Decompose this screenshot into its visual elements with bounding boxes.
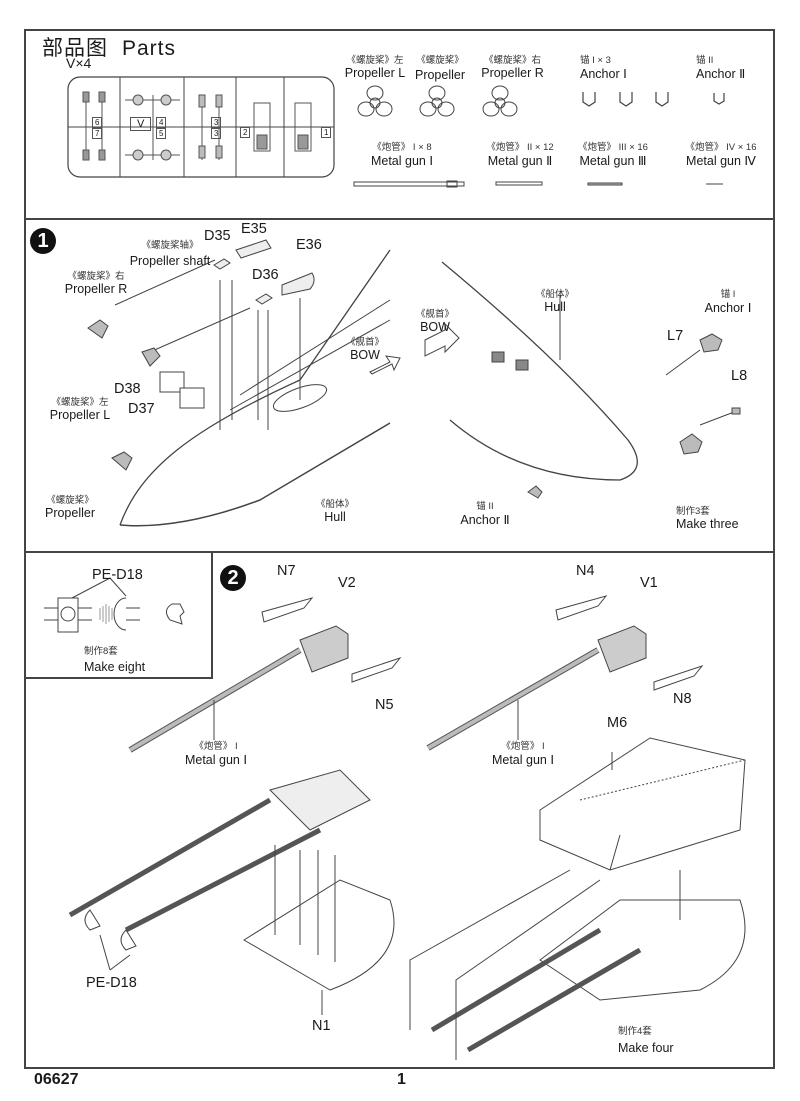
step1-propeller-label: 《螺旋桨》 Propeller [44,495,96,520]
metal-gun-icons [353,180,723,188]
step-2-badge: 2 [220,565,246,591]
step1-hull-bow-drawing [424,261,741,499]
step2-turret-base-drawing [68,769,395,1015]
sprue-part-number: 5 [156,128,167,139]
parts-title-cn: 部品图 [42,37,108,60]
sprue-part-number: 3 [211,128,222,139]
sprue-letter: V [130,117,152,131]
part-id: V2 [338,575,356,591]
part-id: N5 [375,697,394,713]
sprue-quantity: V×4 [66,55,92,71]
part-id: N4 [576,563,595,579]
step-1-badge: 1 [30,228,56,254]
part-id: N8 [673,691,692,707]
step1-bow-label-left: 《舰首》 BOW [345,337,384,362]
metal-gun-4-label: 《炮管》 IV × 16 Metal gun Ⅳ [685,142,757,168]
metal-gun-3-label: 《炮管》 III × 16 Metal gun Ⅲ [578,142,648,168]
propeller-label: 《螺旋桨》 Propeller [414,55,466,82]
sprue-part-number: 3 [211,117,222,128]
part-id: D35 [204,228,231,244]
product-code: 06627 [34,1071,79,1088]
anchor-icons [582,92,725,107]
step2-left-breech-drawing [128,597,402,753]
propeller-shaft-label: 《螺旋桨轴》 Propeller shaft [129,240,211,268]
pe-d18-drawing [44,577,185,633]
part-id: E35 [241,221,267,237]
part-id: M6 [607,715,628,731]
step1-hull-stern-drawing [87,239,401,527]
anchor-1-label: 锚 I × 3 Anchor Ⅰ [580,55,627,81]
part-id: D36 [252,267,279,283]
step2-gun-right-label: 《炮管》 I Metal gun Ⅰ [491,741,555,767]
metal-gun-1-label: 《炮管》 I × 8 Metal gun Ⅰ [370,142,434,168]
pe-part-label: PE-D18 [92,567,143,583]
sprue-frame-drawing [67,76,335,178]
step1-propeller-r-label: 《螺旋桨》右 Propeller R [64,271,128,296]
step1-bow-label-right: 《舰首》 BOW [415,309,454,334]
pe-make-note: 制作8套 Make eight [84,646,146,674]
page-number: 1 [397,1071,406,1088]
sprue-part-number: 7 [92,128,103,139]
step1-hull-label-left: 《船体》 Hull [315,499,354,524]
parts-title: 部品图 Parts [42,32,176,62]
sprue-part-number: 2 [240,127,251,138]
step2-turret-m6-drawing [409,737,746,1060]
step1-propeller-l-label: 《螺旋桨》左 Propeller L [49,397,111,422]
parts-title-en: Parts [122,37,177,60]
page-frame [24,29,775,1069]
part-id: PE-D18 [86,975,137,991]
step2-gun-left-label: 《炮管》 I Metal gun Ⅰ [184,741,248,767]
step1-make-note: 制作3套 Make three [676,506,739,531]
sprue-part-number: 1 [321,127,332,138]
part-id: D37 [128,401,155,417]
part-id: N7 [277,563,296,579]
propeller-icons [357,85,518,117]
sprue-part-number: 4 [156,117,167,128]
propeller-l-label: 《螺旋桨》左 Propeller L [344,55,406,80]
step2-right-breech-drawing [426,595,704,751]
divider-step1-step2 [24,551,775,553]
sprue-part-number: 6 [92,117,103,128]
part-id: L7 [667,328,684,344]
metal-gun-2-label: 《炮管》 II × 12 Metal gun Ⅱ [486,142,554,168]
pe-inset-box [24,552,213,679]
divider-parts-step1 [24,218,775,220]
step1-anchor-1-label: 锚 I Anchor Ⅰ [704,289,752,315]
anchor-2-label: 锚 II Anchor Ⅱ [696,55,746,81]
step1-anchor-2-label: 锚 II Anchor Ⅱ [460,501,510,527]
step2-make-note: 制作4套 Make four [618,1026,674,1055]
part-id: L8 [731,368,748,384]
part-id: E36 [296,237,322,253]
propeller-r-label: 《螺旋桨》右 Propeller R [481,55,544,80]
part-id: D38 [114,381,141,397]
part-id: N1 [312,1018,331,1034]
part-id: V1 [640,575,658,591]
step1-hull-label-right: 《船体》 Hull [535,289,574,314]
